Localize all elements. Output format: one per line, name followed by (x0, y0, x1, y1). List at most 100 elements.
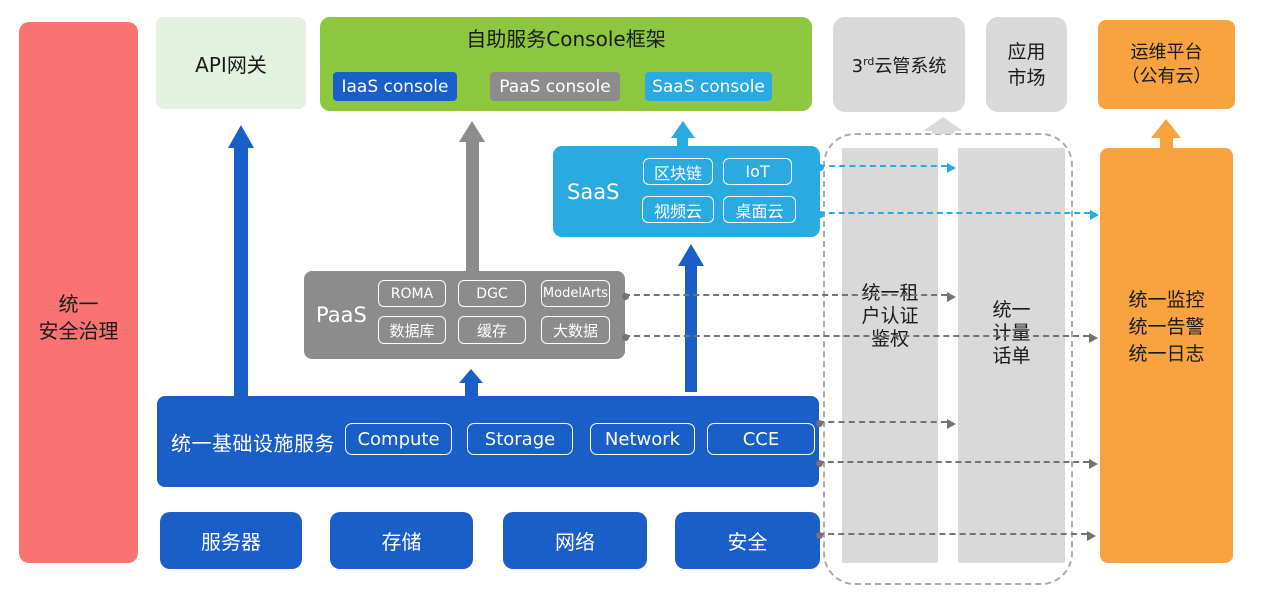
saas-chip-desktop-cloud: 桌面云 (723, 196, 796, 223)
connector-infra-to-monitor (816, 459, 1098, 469)
security-governance-line: 安全治理 (38, 318, 119, 343)
paas-chip-modelarts: ModelArts (541, 280, 610, 307)
infra-chip-compute: Compute (345, 423, 452, 455)
console-frame-panel: 自助服务Console框架 IaaS console PaaS console … (320, 17, 812, 111)
infra-chip-storage: Storage (467, 423, 573, 455)
auth-line: 户认证 (861, 305, 919, 327)
infra-chip-cce: CCE (707, 423, 815, 455)
arrow-infra-to-api-gateway (228, 122, 254, 396)
billing-line: 话单 (992, 345, 1031, 367)
third-party-cloud-ordinal: rd (863, 54, 875, 68)
app-market-line: 市场 (1007, 66, 1046, 89)
paas-chip-dgc: DGC (458, 280, 526, 307)
arrow-infra-to-paas (459, 366, 483, 396)
billing-line: 计量 (992, 322, 1031, 344)
ops-platform-panel: 运维平台 （公有云） (1098, 20, 1235, 109)
arrow-paas-to-console (459, 118, 485, 271)
paas-chip-bigdata-label: 大数据 (552, 321, 598, 340)
billing-line: 统一 (992, 299, 1031, 321)
arrow-saas-to-console (670, 118, 695, 146)
saas-chip-video-cloud-label: 视频云 (653, 201, 702, 221)
auth-line: 统一租 (861, 282, 919, 304)
infra-chip-network: Network (590, 423, 695, 455)
paas-panel: PaaS ROMA DGC ModelArts 数据库 缓存 大数据 (304, 271, 625, 359)
arrow-head (1151, 116, 1181, 138)
arrow-head (459, 366, 483, 383)
saas-chip-desktop-cloud-label: 桌面云 (735, 201, 784, 221)
api-gateway-label: API网关 (195, 52, 267, 77)
paas-chip-bigdata: 大数据 (541, 316, 610, 344)
console-frame-title: 自助服务Console框架 (466, 27, 666, 51)
billing-label: 统一 计量 话单 (958, 148, 1065, 368)
auth-line: 鉴权 (870, 328, 909, 350)
iaas-console-label: IaaS console (341, 76, 449, 97)
paas-chip-dgc-label: DGC (476, 285, 508, 302)
paas-chip-roma: ROMA (378, 280, 446, 307)
connector-saas-to-billing (817, 163, 956, 173)
monitor-line: 统一监控 (1128, 289, 1205, 311)
paas-chip-database: 数据库 (378, 316, 446, 344)
monitor-line: 统一日志 (1128, 343, 1205, 365)
saas-console-button[interactable]: SaaS console (645, 72, 772, 101)
api-gateway-panel: API网关 (156, 17, 306, 109)
arrow-head (923, 114, 963, 131)
arrow-head (670, 118, 695, 138)
saas-chip-iot: IoT (723, 158, 792, 185)
arrow-shaft (677, 138, 688, 146)
paas-label: PaaS (316, 303, 367, 327)
ops-platform-line: 运维平台 (1130, 41, 1203, 63)
infra-chip-storage-label: Storage (484, 428, 556, 450)
monitor-line: 统一告警 (1128, 316, 1205, 338)
app-market-line: 应用 (1007, 40, 1046, 63)
saas-chip-iot-label: IoT (745, 162, 770, 181)
security-governance-panel: 统一 安全治理 (19, 22, 138, 563)
arrow-shaft (465, 142, 479, 271)
infrastructure-panel: 统一基础设施服务 Compute Storage Network CCE (157, 396, 819, 487)
resource-storage-label: 存储 (381, 530, 422, 554)
shared-services-dashed-container (823, 133, 1073, 585)
arrow-head (678, 241, 704, 266)
paas-chip-modelarts-label: ModelArts (542, 286, 609, 301)
auth-panel: 统一租 户认证 鉴权 (842, 148, 938, 563)
third-party-cloud-label: 3rd云管系统 (852, 52, 947, 78)
saas-label: SaaS (567, 179, 620, 204)
third-party-cloud-panel: 3rd云管系统 (833, 17, 965, 112)
third-party-cloud-suffix: 云管系统 (874, 55, 947, 77)
arrow-shaft (932, 131, 954, 134)
paas-console-label: PaaS console (499, 76, 611, 97)
saas-panel: SaaS 区块链 IoT 视频云 桌面云 (553, 146, 820, 237)
infra-chip-cce-label: CCE (742, 428, 780, 450)
connector-saas-to-monitor (817, 210, 1099, 220)
connector-paas-to-monitor (622, 333, 1098, 343)
infra-chip-network-label: Network (604, 428, 681, 450)
paas-chip-cache-label: 缓存 (476, 321, 507, 340)
arrow-shaft (685, 266, 697, 392)
security-governance-line: 统一 (58, 291, 99, 316)
resource-security: 安全 (675, 512, 820, 569)
arrow-infra-to-saas (678, 241, 704, 392)
ops-platform-label: 运维平台 （公有云） (1122, 41, 1212, 89)
resource-network: 网络 (503, 512, 647, 569)
arrow-shaft (464, 383, 478, 396)
paas-console-button[interactable]: PaaS console (490, 72, 620, 101)
arrow-head (459, 118, 485, 142)
connector-infra-to-billing (816, 419, 956, 429)
monitor-panel: 统一监控 统一告警 统一日志 (1100, 148, 1233, 563)
arrow-monitor-to-ops-platform (1151, 116, 1181, 148)
paas-chip-database-label: 数据库 (389, 321, 435, 340)
saas-chip-video-cloud: 视频云 (642, 196, 714, 223)
ops-platform-line: （公有云） (1121, 65, 1212, 87)
security-governance-label: 统一 安全治理 (39, 291, 119, 345)
paas-chip-cache: 缓存 (458, 316, 526, 344)
app-market-label: 应用 市场 (1007, 39, 1045, 91)
resource-network-label: 网络 (555, 530, 595, 554)
resource-server-label: 服务器 (201, 530, 261, 554)
saas-console-label: SaaS console (652, 76, 765, 97)
infrastructure-label: 统一基础设施服务 (171, 431, 335, 455)
arrow-container-to-third-party (923, 114, 963, 134)
connector-security-to-monitor (816, 531, 1096, 541)
arrow-shaft (234, 148, 248, 396)
iaas-console-button[interactable]: IaaS console (333, 72, 457, 101)
saas-chip-blockchain-label: 区块链 (653, 163, 702, 183)
